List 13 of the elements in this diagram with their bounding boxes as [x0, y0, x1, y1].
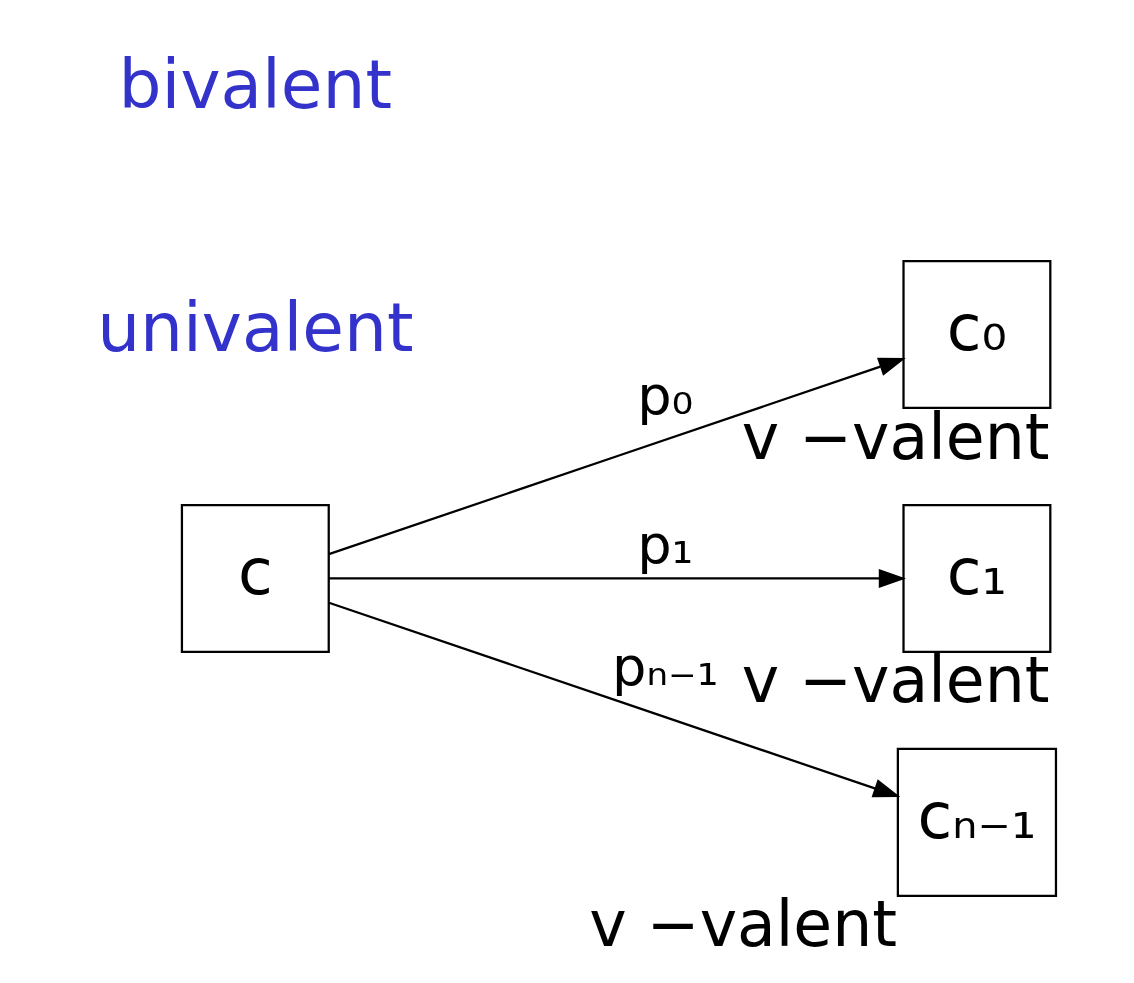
label: bivalent [118, 44, 393, 124]
arrow [328, 601, 901, 798]
edge-label: p₀ [637, 364, 694, 428]
node-label: v −valent [589, 887, 898, 962]
label: univalent [97, 288, 414, 368]
node-box: c₁ [902, 503, 1052, 653]
arrow [328, 357, 906, 556]
node-box: c [180, 503, 330, 653]
edge-label: p₁ [637, 513, 694, 577]
arrow [328, 568, 906, 588]
node-box: cₙ₋₁ [896, 747, 1058, 897]
edge-label: pₙ₋₁ [612, 635, 719, 699]
node-box: c₀ [902, 260, 1052, 410]
